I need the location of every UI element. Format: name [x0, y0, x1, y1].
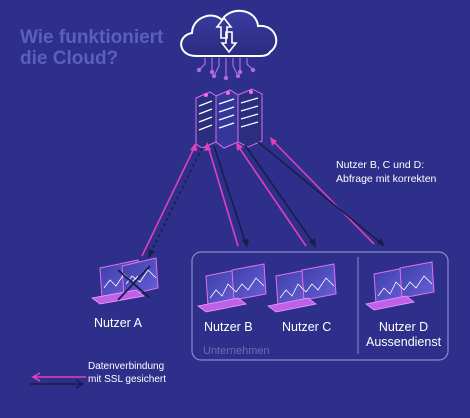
connection-b-pink — [207, 145, 239, 247]
note-line-2: Abfrage mit korrekten — [336, 173, 437, 185]
cloud-icon — [180, 10, 278, 57]
circuit-lines — [196, 58, 256, 81]
connection-a-pink — [141, 143, 197, 257]
company-label: Unternehmen — [203, 345, 270, 357]
note-text: Nutzer B, C und D: Abfrage mit korrekten — [336, 158, 466, 186]
user-d-label: Nutzer D Aussendienst — [366, 320, 441, 350]
connection-arrows — [141, 137, 385, 258]
connection-d-navy — [257, 141, 383, 245]
server-racks-icon — [195, 88, 263, 149]
legend-line-2: mit SSL gesichert — [88, 374, 166, 385]
connection-a-dotted — [149, 147, 203, 255]
user-c-label: Nutzer C — [282, 320, 332, 334]
legend-arrows — [30, 372, 86, 389]
laptop-a-icon — [91, 257, 159, 305]
legend-text: Datenverbindung mit SSL gesichert — [88, 360, 166, 386]
connection-d-pink — [271, 139, 375, 245]
connection-c-pink — [237, 145, 307, 247]
connection-b-navy — [213, 145, 247, 245]
page-title: Wie funktioniert die Cloud? — [20, 27, 190, 69]
user-a-label: Nutzer A — [94, 316, 142, 330]
legend-line-1: Datenverbindung — [88, 361, 165, 372]
laptop-d-icon — [365, 261, 435, 311]
title-line-1: Wie funktioniert — [20, 27, 164, 48]
title-line-2: die Cloud? — [20, 48, 119, 69]
laptop-b-icon — [197, 263, 267, 313]
connection-c-navy — [244, 144, 315, 245]
user-b-label: Nutzer B — [204, 320, 253, 334]
user-d-role: Aussendienst — [366, 335, 442, 349]
user-d-name: Nutzer D — [378, 320, 429, 334]
laptop-c-icon — [267, 263, 337, 313]
company-frame — [191, 251, 449, 361]
note-line-1: Nutzer B, C und D: — [336, 159, 425, 171]
